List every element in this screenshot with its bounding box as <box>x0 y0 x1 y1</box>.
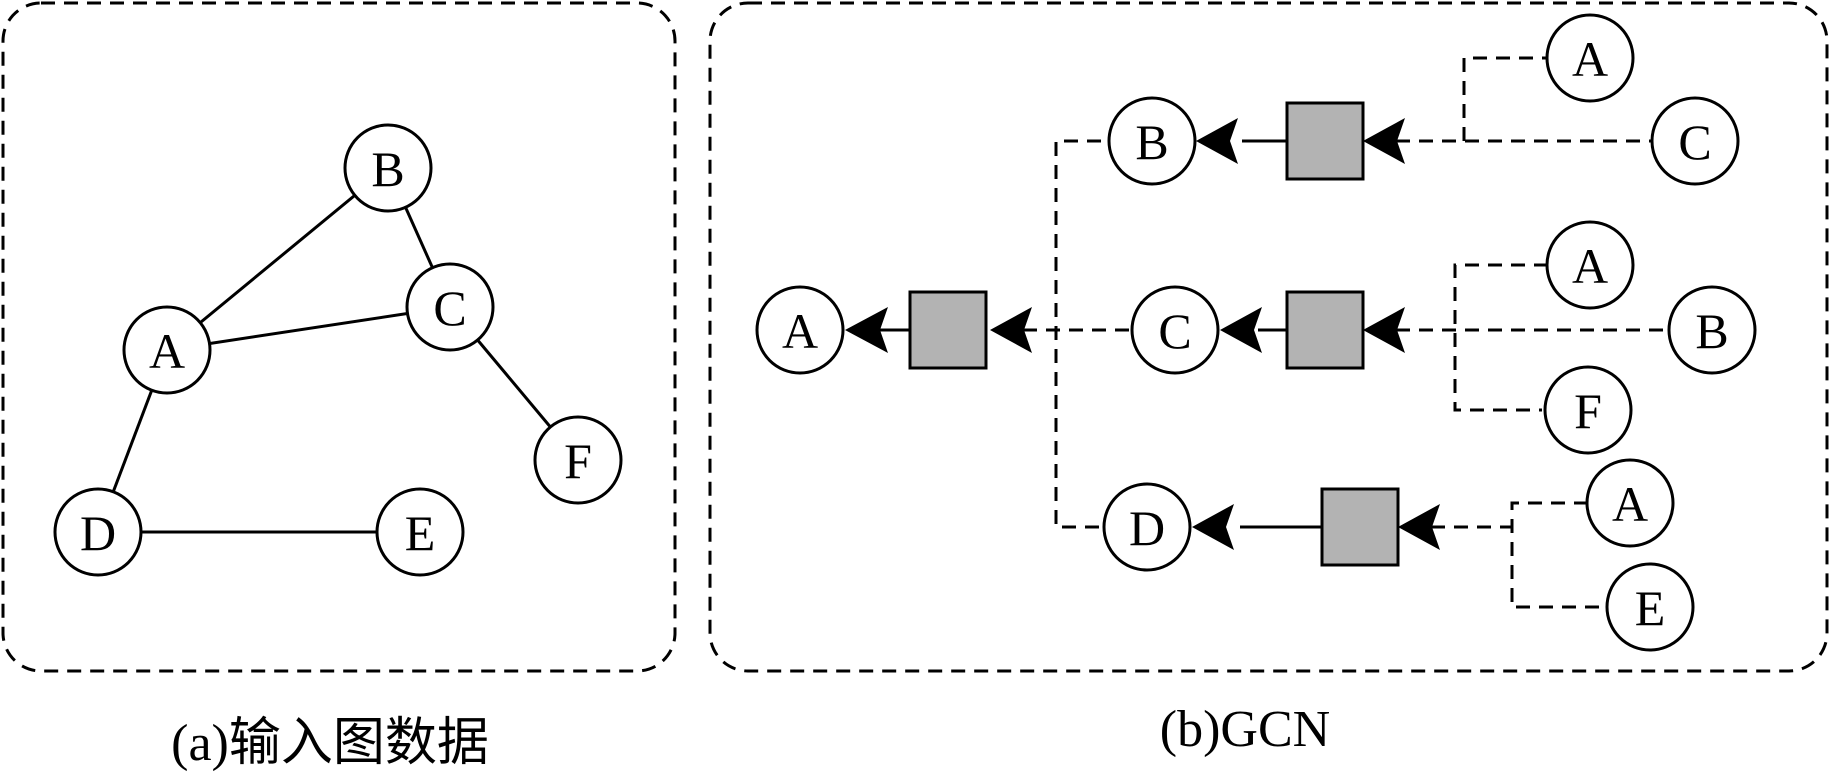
node-label: F <box>1574 383 1602 439</box>
arrowhead-icon <box>1220 307 1262 353</box>
node-label: A <box>782 303 818 359</box>
node-label: C <box>433 280 466 336</box>
tree-node-b: B <box>1107 96 1197 186</box>
node-label: E <box>1635 580 1666 636</box>
edge-a-c <box>166 305 451 352</box>
node-label: B <box>371 141 404 197</box>
arrowhead-icon <box>845 307 888 353</box>
node-label: A <box>1612 476 1648 532</box>
graph-node-d: D <box>53 487 143 577</box>
node-label: A <box>1572 238 1608 294</box>
arrowhead-icon <box>1363 118 1405 164</box>
aggregator-box-b <box>1285 101 1365 181</box>
node-label: D <box>80 505 116 561</box>
tree-leaf-b-a: A <box>1545 13 1635 103</box>
dashed-arrowheads <box>990 118 1440 550</box>
tree-node-root: A <box>755 285 845 375</box>
tree-leaf-c-a: A <box>1545 220 1635 310</box>
tree-leaf-c-b: B <box>1667 285 1757 375</box>
node-label: A <box>1572 31 1608 87</box>
tree-leaf-d-e: E <box>1605 562 1695 652</box>
tree-node-c: C <box>1130 285 1220 375</box>
node-label: E <box>405 505 436 561</box>
arrowhead-icon <box>1363 307 1405 353</box>
graph-node-e: E <box>375 487 465 577</box>
graph-node-b: B <box>343 123 433 213</box>
arrowhead-icon <box>1196 118 1238 164</box>
aggregator-box-root <box>908 290 988 370</box>
node-label: D <box>1129 500 1165 556</box>
panel-a-caption: (a)输入图数据 <box>171 715 489 772</box>
node-label: B <box>1135 114 1168 170</box>
node-label: C <box>1678 114 1711 170</box>
node-label: F <box>564 433 592 489</box>
tree-connectors <box>1000 56 1668 609</box>
tree-leaf-d-a: A <box>1585 458 1675 548</box>
panel-a-border <box>1 1 677 673</box>
edge-a-b <box>166 166 389 352</box>
panel-b-caption: (b)GCN <box>1159 701 1331 758</box>
node-label: A <box>149 323 185 379</box>
solid-arrows <box>845 118 1322 550</box>
graph-node-c: C <box>405 262 495 352</box>
node-label: B <box>1695 303 1728 359</box>
tree-leaf-b-c: C <box>1650 96 1740 186</box>
graph-node-f: F <box>533 415 623 505</box>
aggregator-box-c <box>1285 290 1365 370</box>
arrowhead-icon <box>990 307 1032 353</box>
node-label: C <box>1158 303 1191 359</box>
arrowhead-icon <box>1192 504 1234 550</box>
tree-node-d: D <box>1102 482 1192 572</box>
aggregator-box-d <box>1320 487 1400 567</box>
tree-leaf-c-f: F <box>1543 365 1633 455</box>
arrowhead-icon <box>1398 504 1440 550</box>
graph-node-a: A <box>122 305 212 395</box>
